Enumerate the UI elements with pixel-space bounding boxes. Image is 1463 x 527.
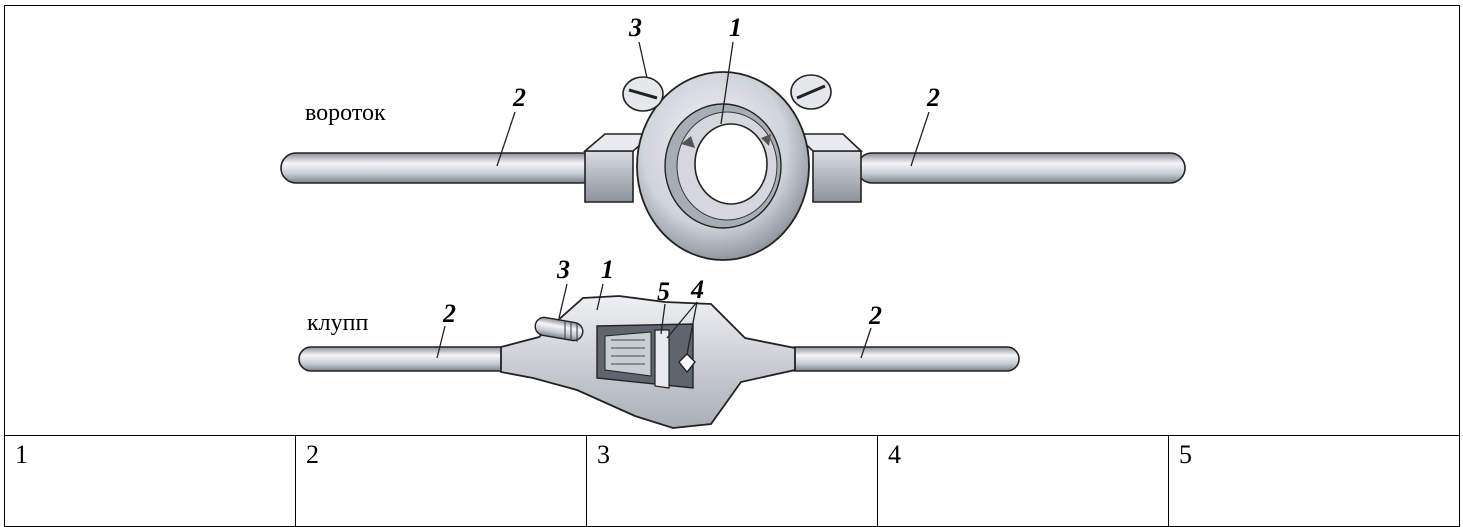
vorotok-handle-right	[856, 152, 1186, 184]
vorotok-handle-left	[280, 152, 598, 184]
answer-cell-3[interactable]: 3	[586, 435, 878, 527]
vorotok-side-block-left	[582, 133, 656, 203]
worksheet-table: вороток 2 2 3 1	[4, 5, 1460, 527]
klupp-tool: клупп 2 2 3 1 5 4	[298, 255, 1020, 429]
answer-cell-5[interactable]: 5	[1168, 435, 1460, 527]
callout-bottom-handle-right: 2	[868, 301, 882, 330]
callout-top-handle-right: 2	[926, 83, 940, 112]
vorotok-side-block-right	[792, 133, 864, 203]
callout-bottom-insert: 4	[690, 275, 704, 304]
figure-cell: вороток 2 2 3 1	[4, 5, 1460, 436]
vorotok-ring-body	[636, 71, 810, 261]
answer-cell-2[interactable]: 2	[295, 435, 587, 527]
vorotok-screw-left	[622, 76, 664, 112]
vorotok-tool: вороток 2 2 3 1	[280, 13, 1186, 261]
callout-bottom-jaw: 5	[657, 277, 670, 306]
callout-top-handle-left: 2	[512, 83, 526, 112]
answer-cell-1[interactable]: 1	[4, 435, 296, 527]
callout-top-body: 1	[729, 13, 742, 42]
callout-top-screw: 3	[628, 13, 642, 42]
vorotok-screw-right	[790, 74, 832, 110]
label-klupp: клупп	[307, 310, 368, 336]
answer-cell-4[interactable]: 4	[877, 435, 1169, 527]
callout-bottom-body: 1	[601, 255, 614, 284]
klupp-handle-right	[782, 346, 1020, 372]
die-holder-illustration: вороток 2 2 3 1	[280, 13, 1186, 429]
callout-bottom-handle-left: 2	[442, 299, 456, 328]
label-vorotok: вороток	[305, 100, 386, 126]
klupp-handle-left	[298, 346, 522, 372]
klupp-screw	[534, 316, 584, 342]
klupp-body	[500, 295, 796, 429]
callout-bottom-screw: 3	[556, 255, 570, 284]
